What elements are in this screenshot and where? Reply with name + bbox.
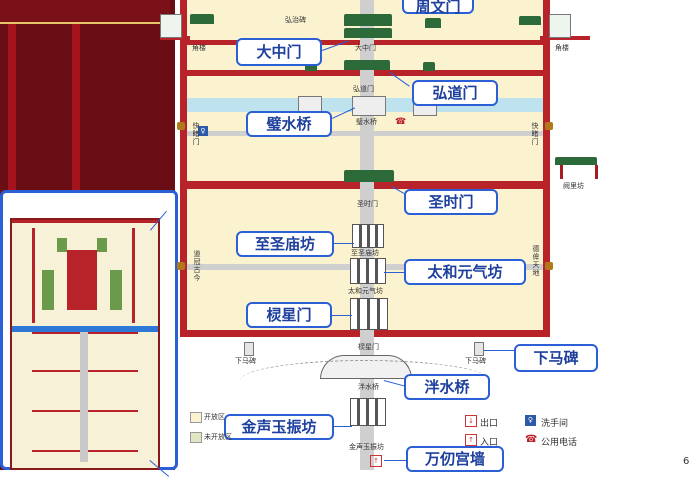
- side-gate: [305, 62, 317, 71]
- legend-open-label: 开放区: [204, 413, 225, 421]
- taihe-small-label: 太和元气坊: [348, 287, 383, 295]
- legend-entrance-label: 入口: [480, 438, 499, 448]
- lingxing-archway: [350, 298, 388, 330]
- entrance-icon: ↑: [465, 434, 477, 446]
- overview-map: [10, 218, 160, 470]
- callout-taihe: 太和元气坊: [404, 259, 526, 285]
- lingxing-small-label: 棂星门: [358, 343, 379, 351]
- gate-marker: [177, 122, 185, 130]
- callout-lingxing: 棂星门: [246, 302, 332, 328]
- wall-band: [540, 36, 590, 40]
- queli-label: 阙里坊: [563, 182, 584, 190]
- callout-zhouwen: 周文门: [402, 0, 474, 16]
- callout-connector: [332, 315, 352, 316]
- dazhong-small-label: 大中门: [355, 44, 376, 52]
- corner-tower-label: 角楼: [192, 44, 206, 52]
- page-number: 6: [683, 456, 690, 467]
- side-gate-label-right: 快睹门: [531, 122, 539, 146]
- legend-wc-label: 洗手间: [541, 419, 569, 429]
- callout-connector: [484, 350, 514, 351]
- taihe-archway: [350, 258, 386, 284]
- callout-wanren: 万仞宫墙: [406, 446, 504, 472]
- callout-jinsheng: 金声玉振坊: [224, 414, 334, 440]
- restroom-icon: ♀: [198, 126, 208, 136]
- title-banner: [0, 0, 170, 24]
- corner-tower-right: [549, 14, 571, 38]
- hongzhi-stele-label: 弘治碑: [285, 16, 306, 24]
- legend-open-swatch: [190, 412, 202, 423]
- side-gate-label-right: 德侔天地: [532, 245, 540, 277]
- legend-closed-label: 未开放区: [204, 433, 232, 441]
- zhisheng-archway: [352, 224, 384, 248]
- gate-marker: [545, 262, 553, 270]
- exit-icon: ↓: [465, 415, 477, 427]
- callout-panshui: 泮水桥: [404, 374, 490, 400]
- restroom-icon: ♀: [525, 415, 536, 426]
- xiamabei-stele-left: [244, 342, 254, 356]
- phone-icon: ☎: [525, 434, 538, 445]
- queli-pavilion-posts: [560, 165, 598, 179]
- callout-connector: [334, 243, 354, 244]
- ground-curve: [240, 360, 490, 401]
- dazhong-gate: [344, 28, 392, 38]
- zhisheng-small-label: 至圣庙坊: [351, 249, 379, 257]
- legend-phone-label: 公用电话: [541, 438, 578, 448]
- callout-bishui: 璧水桥: [246, 111, 332, 137]
- callout-connector: [384, 272, 404, 273]
- corner-tower-left: [160, 14, 182, 38]
- xiamabei-small-left: 下马碑: [235, 357, 256, 365]
- wall-band: [160, 36, 190, 40]
- xiamabei-stele-right: [474, 342, 484, 356]
- outer-wall-right: [543, 0, 550, 335]
- gate-marker: [177, 262, 185, 270]
- side-gate-label-left: 道冠古今: [193, 250, 201, 282]
- side-gate-label-left: 快睹门: [192, 122, 200, 146]
- entrance-icon: ↑: [370, 455, 382, 467]
- queli-pavilion: [555, 157, 597, 165]
- callout-zhisheng: 至圣庙坊: [236, 231, 334, 257]
- hall-top: [344, 14, 392, 26]
- jinsheng-small-label: 金声玉振坊: [349, 443, 384, 451]
- callout-xiamabei: 下马碑: [514, 344, 598, 372]
- bishui-bridge: [352, 96, 386, 116]
- hongdao-gate: [344, 60, 390, 70]
- legend-exit-label: 出口: [480, 419, 499, 429]
- callout-dazhong: 大中门: [236, 38, 322, 66]
- shengshi-small-label: 圣时门: [357, 200, 378, 208]
- cross-road: [187, 131, 543, 136]
- gate-marker: [545, 122, 553, 130]
- outer-wall-left: [180, 0, 187, 335]
- callout-shengshi: 圣时门: [404, 189, 498, 215]
- corner-tower-label: 角楼: [555, 44, 569, 52]
- callout-connector: [384, 460, 406, 461]
- xiamabei-small-right: 下马碑: [465, 357, 486, 365]
- callout-hongdao: 弘道门: [412, 80, 498, 106]
- hall-top: [190, 14, 214, 24]
- hall-top: [425, 18, 441, 28]
- phone-icon: ☎: [395, 117, 407, 127]
- shengshi-gate: [344, 170, 394, 182]
- callout-connector: [334, 426, 352, 427]
- corner-tower-right-roof: [519, 16, 541, 25]
- legend-closed-swatch: [190, 432, 202, 443]
- jinsheng-archway: [350, 398, 386, 426]
- side-gate: [423, 62, 435, 71]
- bishui-small-label: 璧水桥: [356, 118, 377, 126]
- hongdao-small-label: 弘道门: [353, 85, 374, 93]
- panshui-small-label: 泮水桥: [358, 383, 379, 391]
